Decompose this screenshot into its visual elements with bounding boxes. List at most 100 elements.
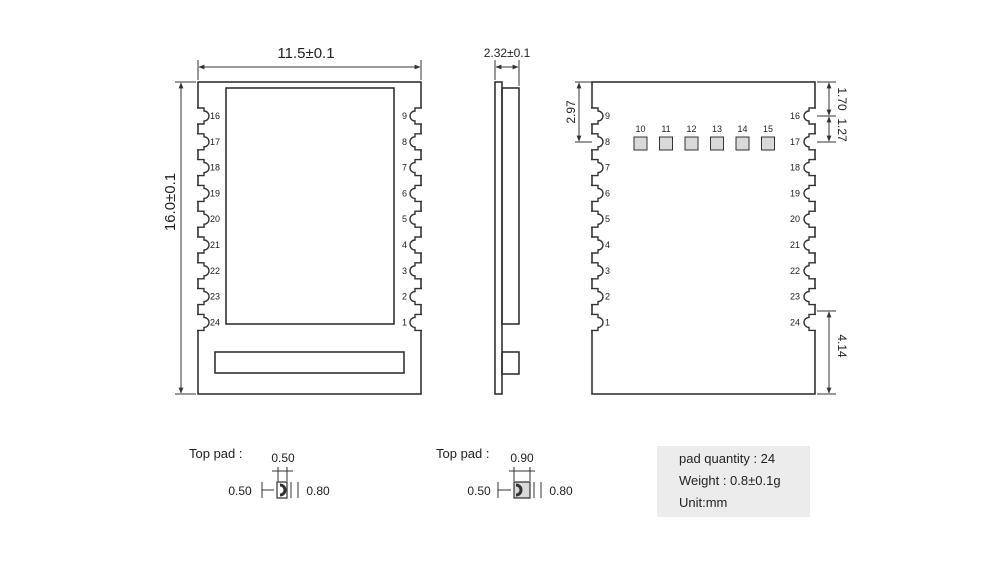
center-pad-label: 15 [763,124,773,134]
side-view-antenna [501,351,520,375]
castellated-pad [591,210,604,228]
castellated-pad [409,107,422,125]
bottom-view-outline [591,81,816,395]
info-box-background [657,446,810,517]
top-left-pin-label: 24 [210,317,220,327]
pad-detail-1: Top pad : 0.50 0.50 0.80 [189,446,330,499]
bottom-left-pin-label: 6 [605,188,610,198]
castellated-pad [591,107,604,125]
info-box: pad quantity : 24 Weight : 0.8±0.1g Unit… [657,446,810,517]
castellated-pad [591,184,604,203]
side-view-pcb [494,81,503,395]
bottom-left-pin-label: 2 [605,292,610,302]
castellated-pad [803,313,816,332]
center-pad [761,136,775,151]
pad-detail-2-right: 0.80 [549,484,573,498]
bottom-right-pin-label: 21 [790,240,800,250]
pad-detail-1-title: Top pad : [189,446,243,461]
pad-detail-1-left: 0.50 [228,484,252,498]
bottom-right-pin-label: 19 [790,188,800,198]
bottom-first-pin-label: 2.97 [564,100,578,124]
center-pad-label: 13 [712,124,722,134]
top-right-pin-label: 4 [402,240,407,250]
castellated-pad [197,184,210,203]
top-left-pin-label: 18 [210,163,220,173]
castellated-pad [409,236,422,254]
center-pad-label: 14 [737,124,747,134]
pad-detail-2-top: 0.90 [510,451,534,465]
top-left-pin-label: 23 [210,292,220,302]
top-right-pin-label: 2 [402,292,407,302]
castellated-pad [409,287,422,306]
center-pad [659,136,673,151]
castellated-pad [409,133,422,151]
center-pad [684,136,699,151]
center-pad-label: 11 [661,124,670,134]
top-view-left-castellations: 16 17 18 19 20 21 22 23 24 [196,107,220,332]
bottom-right-pin-label: 17 [790,137,800,147]
castellated-pad [591,133,604,151]
top-view-right-castellations: 9 8 7 6 5 4 3 2 1 [402,107,423,332]
top-right-pin-label: 8 [402,137,407,147]
top-right-pin-label: 6 [402,188,407,198]
top-left-pin-label: 17 [210,137,220,147]
castellated-pad [409,262,422,280]
castellated-pad [409,184,422,203]
top-right-pin-label: 1 [402,317,407,327]
castellated-pad [591,287,604,306]
center-pad-label: 12 [686,124,696,134]
castellated-pad [803,262,816,280]
bottom-left-pin-label: 5 [605,214,610,224]
top-left-pin-label: 20 [210,214,220,224]
top-view-shield [225,87,395,325]
pad-detail-2-title: Top pad : [436,446,490,461]
top-right-pin-label: 7 [402,163,407,173]
top-left-pin-label: 16 [210,111,220,121]
bottom-left-pin-label: 1 [605,317,610,327]
castellated-pad [409,158,422,177]
castellated-pad [197,236,210,254]
top-left-pin-label: 19 [210,188,220,198]
castellated-pad [409,210,422,228]
castellated-pad [591,236,604,254]
castellated-pad [591,262,604,280]
top-right-pin-label: 3 [402,266,407,276]
side-view: 2.32±0.1 [484,46,531,395]
center-pad-label: 10 [635,124,645,134]
castellated-pad [803,210,816,228]
castellated-pad [197,210,210,228]
bottom-left-pin-label: 8 [605,137,610,147]
castellated-pad [197,262,210,280]
top-right-pin-label: 5 [402,214,407,224]
top-left-pin-label: 21 [210,240,220,250]
castellated-pad [197,313,210,332]
top-right-pin-label: 9 [402,111,407,121]
castellated-pad [803,107,816,125]
center-pad [735,136,750,151]
info-pad-quantity: pad quantity : 24 [679,451,775,466]
bottom-right-pin-label: 23 [790,292,800,302]
castellated-pad [803,158,816,177]
bottom-pitch-label: 1.27 [835,118,849,142]
top-height-label: 16.0±0.1 [162,173,179,231]
castellated-pad [197,287,210,306]
top-width-label: 11.5±0.1 [277,45,334,62]
castellated-pad [409,313,422,332]
castellated-pad [197,107,210,125]
info-weight: Weight : 0.8±0.1g [679,473,781,488]
castellated-pad [591,313,604,332]
castellated-pad [803,133,816,151]
bottom-right-pin-label: 16 [790,111,800,121]
top-left-pin-label: 22 [210,266,220,276]
info-unit: Unit:mm [679,495,727,510]
pad-detail-1-top: 0.50 [271,451,295,465]
castellated-pad [197,133,210,151]
bottom-right-pin-label: 20 [790,214,800,224]
top-view-antenna-area [214,351,405,374]
bottom-left-pin-label: 3 [605,266,610,276]
